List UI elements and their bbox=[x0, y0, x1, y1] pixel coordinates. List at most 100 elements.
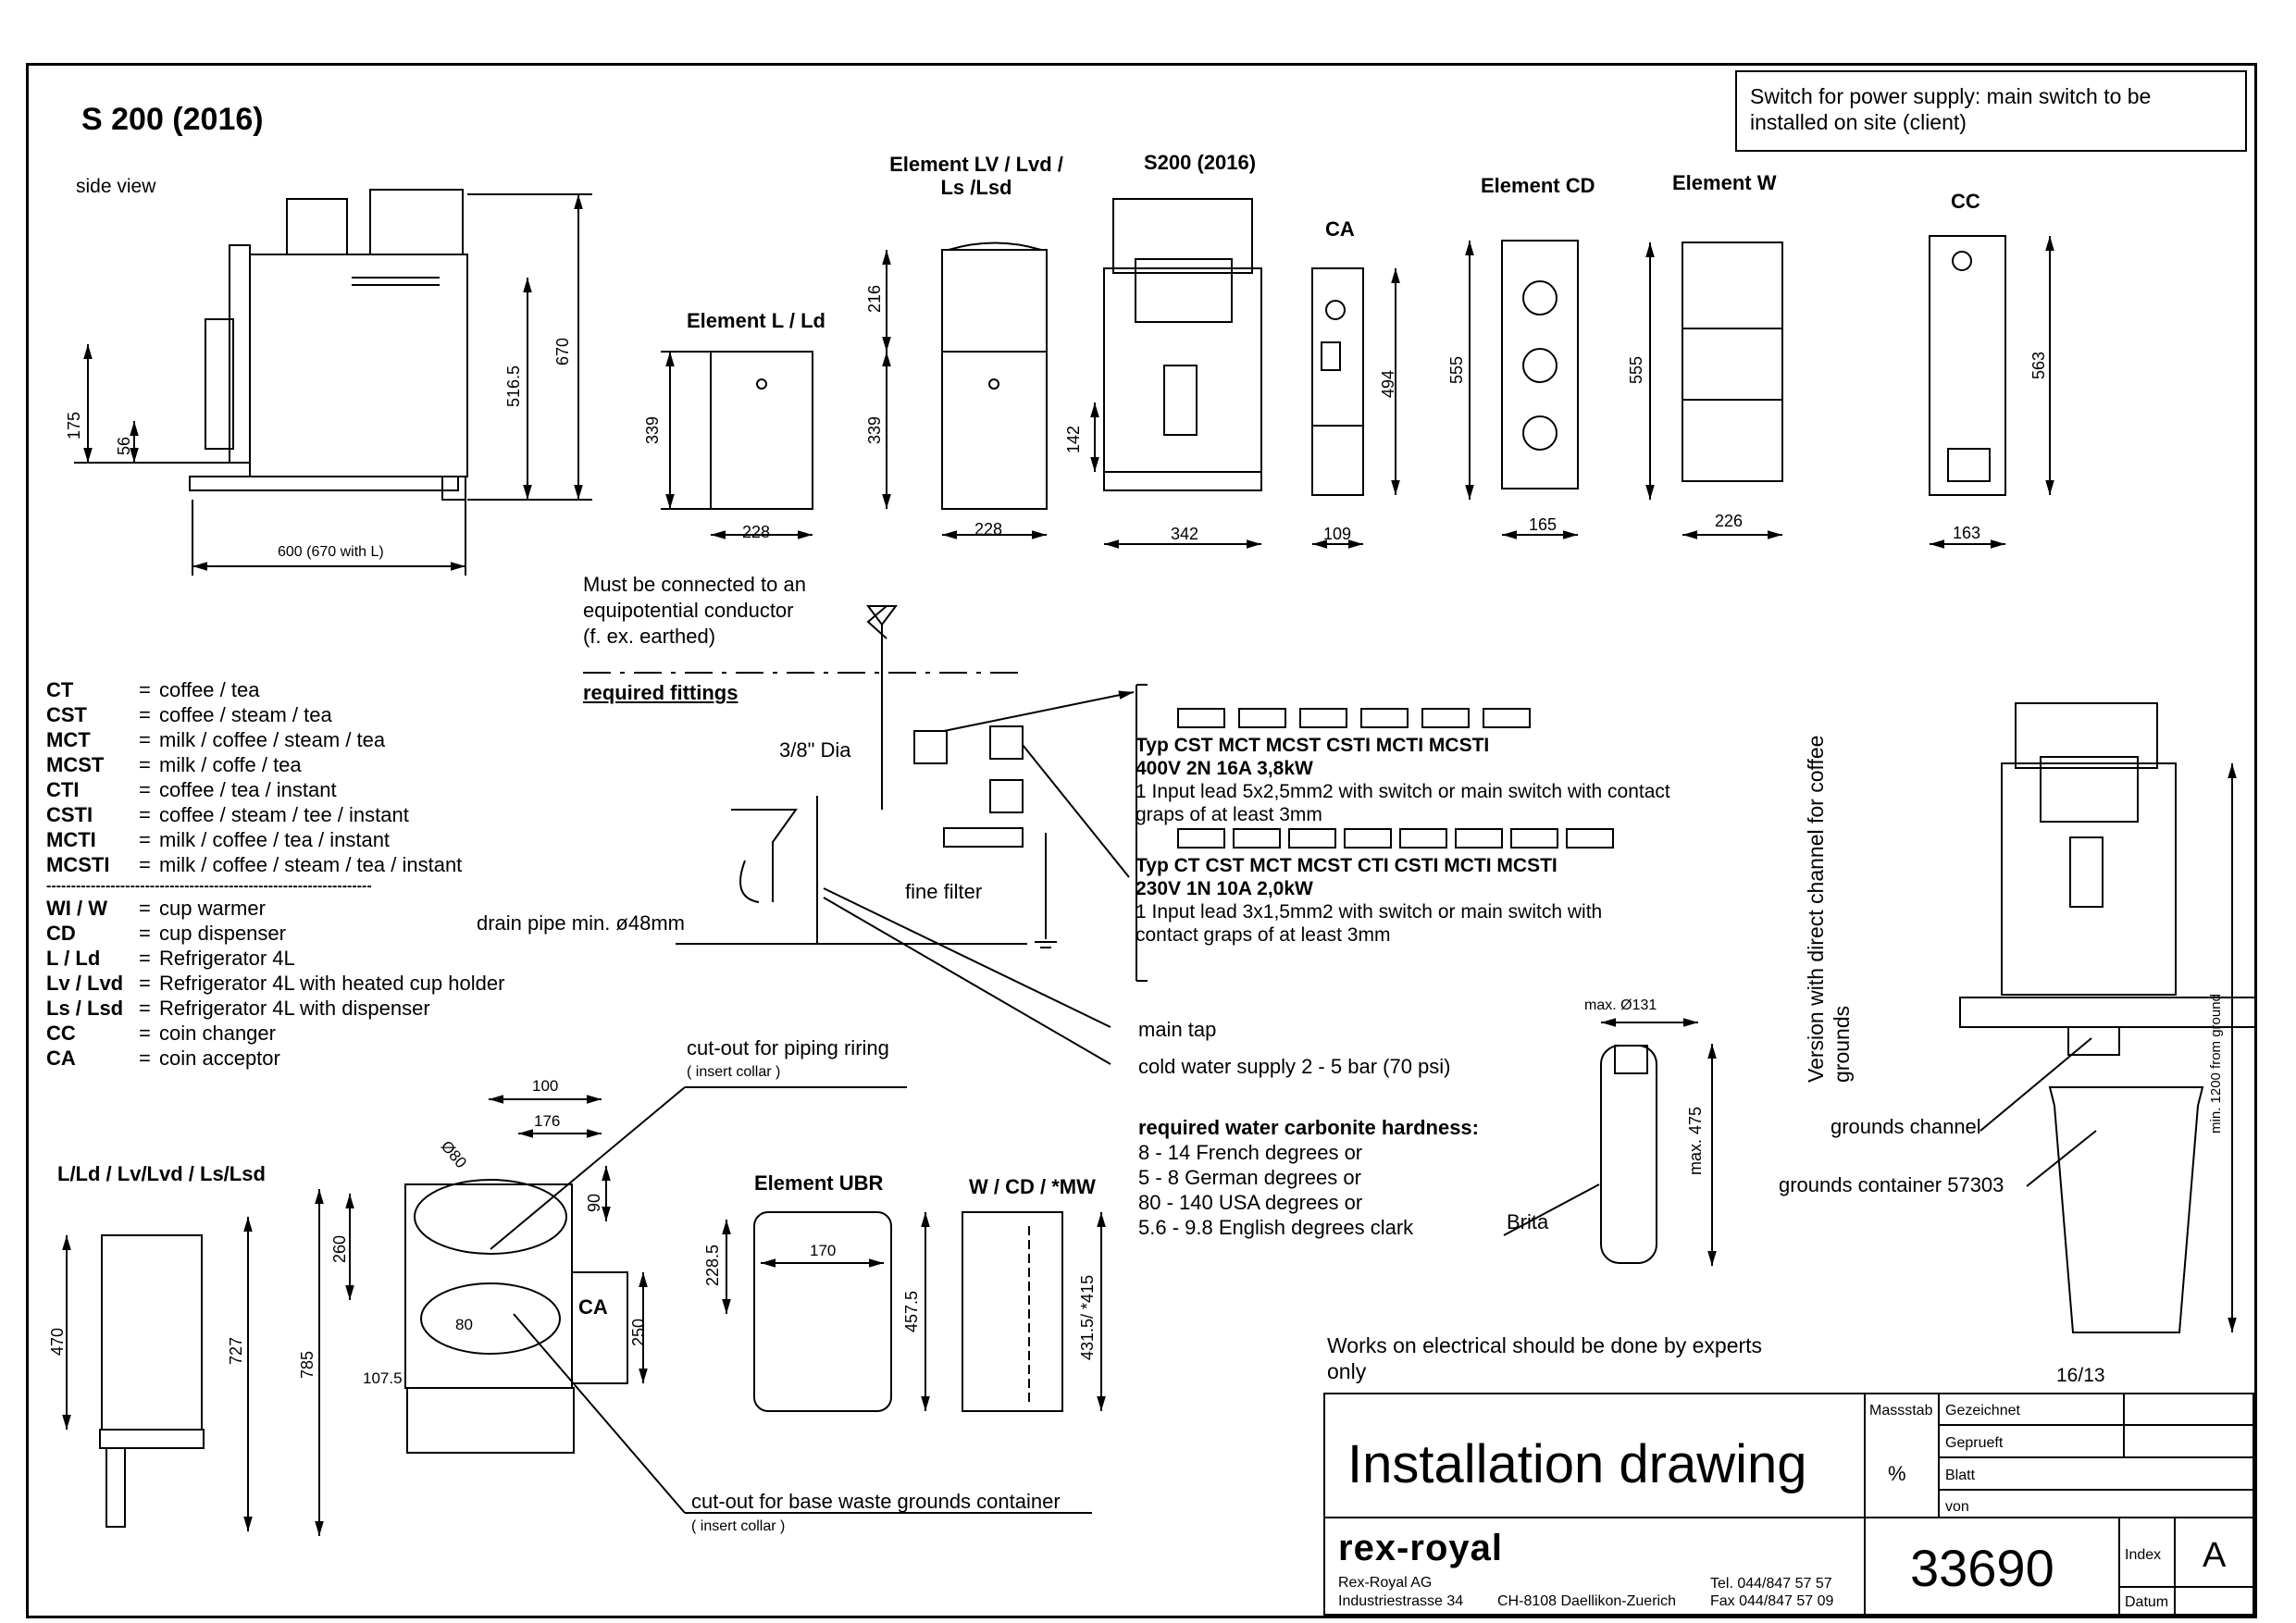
title-block-lines bbox=[1323, 1393, 2254, 1616]
type-checkbox[interactable] bbox=[1510, 828, 1558, 849]
grounds-channel-label: grounds channel bbox=[1831, 1115, 1981, 1138]
element-ubr-label: Element UBR bbox=[754, 1171, 884, 1195]
power-block-400v: Typ CST MCT MCST CSTI MCTI MCSTI 400V 2N… bbox=[1136, 708, 1670, 826]
insert-collar-2: ( insert collar ) bbox=[691, 1518, 786, 1534]
hardness-block: required water carbonite hardness: 8 - 1… bbox=[1138, 1115, 1479, 1240]
legend-row: CTI=coffee / tea / instant bbox=[46, 778, 337, 801]
von-label: von bbox=[1945, 1499, 1969, 1515]
power-spec-400v: 400V 2N 16A 3,8kW bbox=[1136, 758, 1313, 779]
type-checkbox[interactable] bbox=[1566, 828, 1614, 849]
type-checkbox[interactable] bbox=[1483, 708, 1531, 728]
ubr-drawing bbox=[722, 1211, 930, 1412]
legend-row: CC=coin changer bbox=[46, 1022, 276, 1045]
dim-ld-727: 727 bbox=[227, 1336, 245, 1365]
dim-sv-175: 175 bbox=[65, 411, 83, 440]
dim-cc-163: 163 bbox=[1953, 524, 1981, 542]
dim-w-4315: 431.5/ *415 bbox=[1078, 1274, 1097, 1360]
fine-filter-note: fine filter bbox=[905, 880, 983, 903]
power-desc-400v-1: 1 Input lead 5x2,5mm2 with switch or mai… bbox=[1136, 781, 1670, 802]
insert-collar-1: ( insert collar ) bbox=[687, 1064, 781, 1080]
dim-sv-670: 670 bbox=[553, 337, 572, 365]
dim-base-250: 250 bbox=[629, 1318, 648, 1346]
element-w-drawing bbox=[1645, 242, 1783, 539]
type-checkbox[interactable] bbox=[1177, 828, 1225, 849]
dim-ground-1200: min. 1200 from ground bbox=[2208, 994, 2224, 1134]
power-desc-400v-2: graps of at least 3mm bbox=[1136, 804, 1322, 825]
dim-base-260: 260 bbox=[330, 1234, 349, 1263]
element-cd-drawing bbox=[1465, 240, 1579, 539]
datum-label: Datum bbox=[2125, 1594, 2169, 1610]
hardness-line: 8 - 14 French degrees or bbox=[1138, 1141, 1363, 1164]
element-l-drawing bbox=[661, 351, 813, 539]
cutout-piping-note: cut-out for piping riring bbox=[687, 1036, 889, 1059]
dim-w-226: 226 bbox=[1715, 512, 1744, 530]
power-note: Switch for power supply: main switch to … bbox=[1735, 70, 2247, 152]
checkbox-row-400v bbox=[1177, 708, 1670, 728]
element-w-label: Element W bbox=[1672, 171, 1777, 194]
legend-separator: ----------------------------------------… bbox=[46, 878, 372, 894]
cc-label: CC bbox=[1951, 190, 1980, 213]
main-tap-note: main tap bbox=[1138, 1018, 1217, 1041]
dim-brita-max475: max. 475 bbox=[1686, 1106, 1705, 1175]
checkbox-row-230v bbox=[1177, 828, 1614, 849]
w-cd-mw-drawing bbox=[962, 1211, 1106, 1412]
dim-base-1075: 107.5 bbox=[363, 1369, 403, 1387]
type-checkbox[interactable] bbox=[1360, 708, 1409, 728]
type-checkbox[interactable] bbox=[1233, 828, 1281, 849]
type-checkbox[interactable] bbox=[1177, 708, 1225, 728]
company-street: Industriestrasse 34 bbox=[1338, 1593, 1464, 1609]
grounds-version-drawing bbox=[1959, 702, 2257, 1333]
hardness-line: 5.6 - 9.8 English degrees clark bbox=[1138, 1216, 1414, 1239]
index-label: Index bbox=[2125, 1547, 2162, 1563]
element-lv-label: Element LV / Lvd / Ls /Lsd bbox=[889, 153, 1063, 200]
company-fax: Fax 044/847 57 09 bbox=[1710, 1593, 1834, 1609]
dim-ubr-4575: 457.5 bbox=[902, 1290, 921, 1332]
legend-row: MCTI=milk / coffee / tea / instant bbox=[46, 828, 391, 851]
hardness-line: 5 - 8 German degrees or bbox=[1138, 1166, 1361, 1189]
type-checkbox[interactable] bbox=[1421, 708, 1470, 728]
dim-base-785: 785 bbox=[298, 1350, 316, 1379]
element-cd-label: Element CD bbox=[1481, 174, 1595, 197]
dim-base-176: 176 bbox=[534, 1112, 561, 1130]
legend-row: CST=coffee / steam / tea bbox=[46, 703, 332, 726]
dim-ld-470: 470 bbox=[48, 1327, 67, 1356]
dim-ca-109: 109 bbox=[1323, 525, 1352, 543]
type-checkbox[interactable] bbox=[1344, 828, 1392, 849]
ca-label: CA bbox=[1325, 217, 1355, 241]
dim-brita-max131: max. Ø131 bbox=[1584, 997, 1657, 1013]
power-desc-230v-1: 1 Input lead 3x1,5mm2 with switch or mai… bbox=[1136, 901, 1603, 923]
dim-cc-563: 563 bbox=[2029, 351, 2048, 379]
ca-drawing bbox=[1311, 267, 1400, 549]
brita-label: Brita bbox=[1507, 1210, 1549, 1233]
legend-row: L / Ld=Refrigerator 4L bbox=[46, 947, 295, 970]
legend-row: MCST=milk / coffe / tea bbox=[46, 753, 302, 776]
legend-row: MCT=milk / coffee / steam / tea bbox=[46, 728, 386, 751]
gezeichnet-label: Gezeichnet bbox=[1945, 1403, 2020, 1419]
dim-s-342: 342 bbox=[1171, 525, 1199, 543]
ld-group-drawing bbox=[62, 1217, 253, 1531]
dim-cd-555: 555 bbox=[1447, 355, 1466, 384]
type-checkbox[interactable] bbox=[1399, 828, 1447, 849]
dim-lv-339: 339 bbox=[865, 415, 884, 444]
index-value: A bbox=[2203, 1536, 2227, 1575]
dim-base-100: 100 bbox=[532, 1077, 559, 1095]
dim-base-80: 80 bbox=[455, 1316, 473, 1333]
type-checkbox[interactable] bbox=[1299, 708, 1347, 728]
dim-s-142: 142 bbox=[1064, 425, 1083, 453]
brita-drawing bbox=[1503, 1018, 1717, 1266]
blatt-label: Blatt bbox=[1945, 1468, 1976, 1483]
w-cd-mw-label: W / CD / *MW bbox=[969, 1175, 1096, 1198]
element-l-label: Element L / Ld bbox=[687, 309, 825, 332]
type-checkbox[interactable] bbox=[1238, 708, 1286, 728]
dim-l-339: 339 bbox=[643, 415, 662, 444]
title-block bbox=[1323, 1393, 2254, 1616]
massstab-label: Massstab bbox=[1869, 1403, 1933, 1419]
ca-box-label: CA bbox=[578, 1295, 608, 1319]
cutout-base-note: cut-out for base waste grounds container bbox=[691, 1490, 1061, 1513]
required-fittings: required fittings bbox=[583, 681, 738, 704]
drawing-title: Installation drawing bbox=[1347, 1434, 1807, 1494]
massstab-value: % bbox=[1888, 1462, 1906, 1485]
company-tel: Tel. 044/847 57 57 bbox=[1710, 1576, 1832, 1592]
type-checkbox[interactable] bbox=[1455, 828, 1503, 849]
type-checkbox[interactable] bbox=[1288, 828, 1336, 849]
